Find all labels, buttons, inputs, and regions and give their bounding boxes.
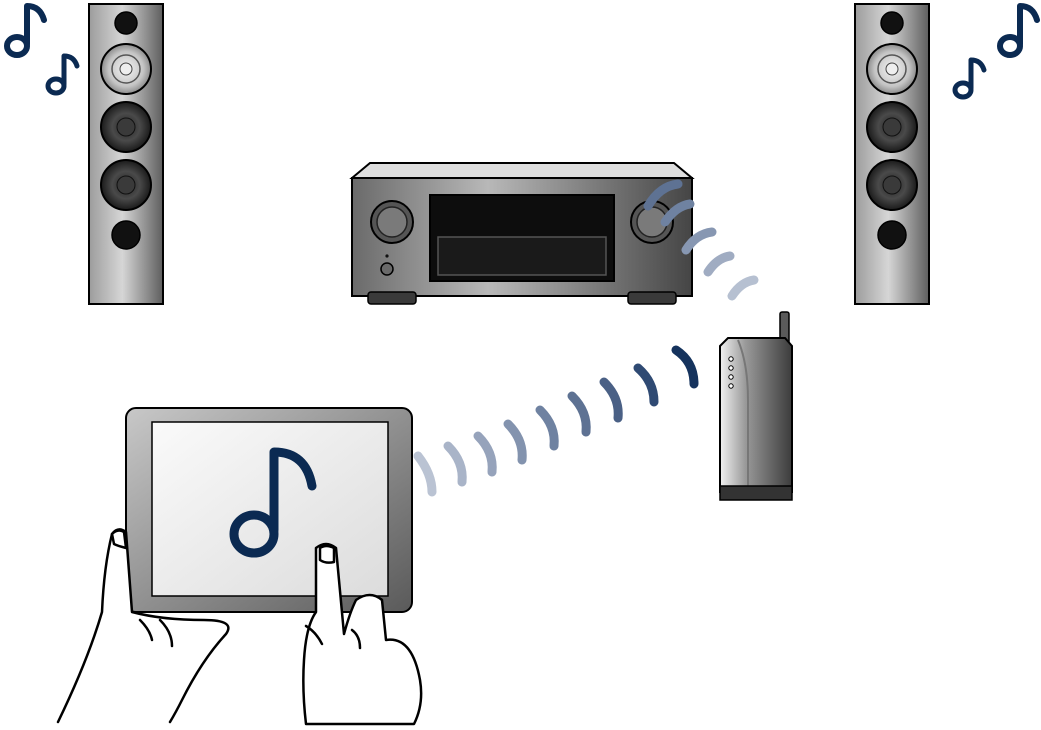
av-receiver-icon	[349, 162, 695, 305]
right-hand	[302, 542, 423, 726]
left-speaker-top-port	[114, 11, 138, 35]
left-hand	[56, 528, 230, 724]
wireless-router-icon	[719, 311, 793, 501]
music-note-icon-left-large	[4, 3, 47, 58]
wifi-wave-icon-tablet-link	[413, 345, 699, 497]
wifi-wave-icon-receiver-link	[643, 179, 759, 301]
music-note-icon-tablet	[229, 447, 317, 558]
left-floor-speaker-icon	[88, 3, 164, 305]
right-floor-speaker-icon	[854, 3, 930, 305]
music-note-icon-right-large	[997, 3, 1040, 58]
music-note-icon-right-small	[952, 57, 987, 100]
receiver-power-button	[380, 262, 394, 276]
right-speaker-bottom-port	[877, 220, 907, 250]
left-speaker-bottom-port	[111, 220, 141, 250]
right-speaker-top-port	[880, 11, 904, 35]
tablet-icon	[125, 407, 413, 613]
music-note-icon-left-small	[45, 53, 80, 96]
